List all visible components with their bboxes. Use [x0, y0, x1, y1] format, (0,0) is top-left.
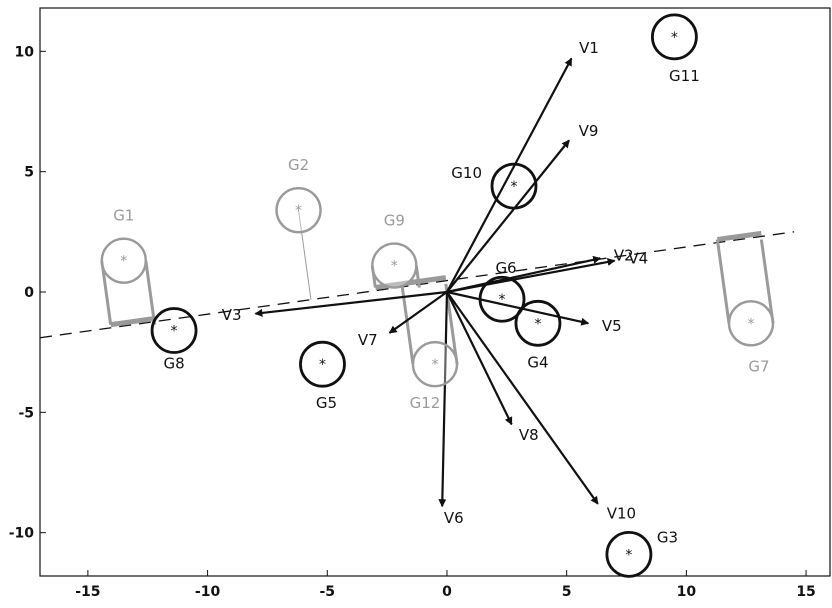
group-circle-g3 [605, 530, 653, 578]
x-tick-label: 5 [562, 584, 572, 600]
vector-v4 [446, 258, 616, 294]
group-label-g3: G3 [657, 528, 678, 546]
vector-v10 [446, 291, 599, 505]
group-label-g7: G7 [748, 357, 769, 375]
x-tick-label: 10 [677, 584, 697, 600]
group-marker-g4: * [534, 316, 541, 332]
group-label-g8: G8 [163, 355, 184, 373]
vector-v8 [445, 291, 513, 426]
group-label-g5: G5 [316, 394, 337, 412]
vector-v6 [438, 291, 449, 508]
vector-v9 [446, 139, 570, 293]
reference-dashed-line [39, 231, 795, 339]
y-tick-label: 5 [24, 165, 34, 181]
group-circle-g12 [411, 341, 459, 388]
y-tick-label: -5 [18, 405, 34, 421]
vector-label-v3: V3 [222, 306, 242, 324]
group-marker-g6: * [499, 292, 506, 308]
group-marker-g7: * [748, 316, 755, 332]
group-circle-g8 [150, 307, 198, 354]
group-circle-g6 [478, 275, 526, 323]
group-marker-g8: * [171, 324, 178, 340]
group-marker-g5: * [319, 357, 326, 373]
vector-label-v10: V10 [607, 505, 636, 523]
projection-line [298, 210, 312, 300]
plot-frame [39, 7, 831, 577]
group-label-g9: G9 [384, 212, 405, 230]
projection-edge [144, 260, 157, 325]
projection-base [717, 230, 762, 242]
group-marker-g10: * [511, 179, 518, 195]
vector-label-v9: V9 [579, 122, 599, 140]
group-circle-g5 [299, 340, 346, 388]
vector-label-v2: V2 [614, 247, 634, 265]
group-marker-g12: * [432, 357, 439, 373]
group-circle-g7 [727, 300, 775, 347]
group-circle-g2 [275, 186, 322, 234]
group-circle-g1 [100, 237, 147, 284]
group-marker-g9: * [391, 259, 398, 275]
y-tick-label: -10 [9, 526, 35, 542]
vector-label-v5: V5 [602, 317, 622, 335]
vector-label-v4: V4 [628, 250, 648, 268]
projection-edge [715, 239, 731, 324]
group-marker-g2: * [295, 203, 302, 219]
x-tick-label: -10 [195, 584, 221, 600]
projection-base [110, 316, 156, 328]
group-label-g10: G10 [451, 164, 482, 182]
group-marker-g3: * [625, 547, 632, 563]
group-label-g6: G6 [495, 259, 516, 277]
vector-label-v8: V8 [519, 426, 539, 444]
vector-label-v7: V7 [358, 331, 378, 349]
x-tick-label: 0 [442, 584, 452, 600]
y-tick-label: 0 [24, 285, 34, 301]
group-label-g11: G11 [669, 67, 700, 85]
group-label-g1: G1 [113, 207, 134, 225]
group-circle-g11 [650, 13, 698, 61]
group-label-g2: G2 [288, 156, 309, 174]
group-label-g4: G4 [527, 353, 548, 371]
vector-label-v6: V6 [444, 509, 464, 527]
x-tick-label: -5 [319, 584, 335, 600]
x-tick-label: 15 [796, 584, 815, 600]
y-tick-label: 10 [15, 44, 35, 60]
vector-v1 [445, 57, 573, 293]
group-marker-g1: * [120, 254, 127, 270]
group-circle-g4 [514, 299, 562, 347]
group-circle-g10 [490, 162, 538, 210]
vector-v5 [446, 290, 590, 326]
x-tick-label: -15 [75, 584, 100, 600]
group-label-g12: G12 [410, 394, 441, 412]
vector-label-v1: V1 [579, 39, 599, 57]
vector-v3 [254, 290, 448, 317]
group-marker-g11: * [671, 30, 678, 46]
vector-v7 [388, 291, 448, 334]
projection-edge [759, 239, 775, 324]
group-circle-g9 [371, 242, 418, 289]
